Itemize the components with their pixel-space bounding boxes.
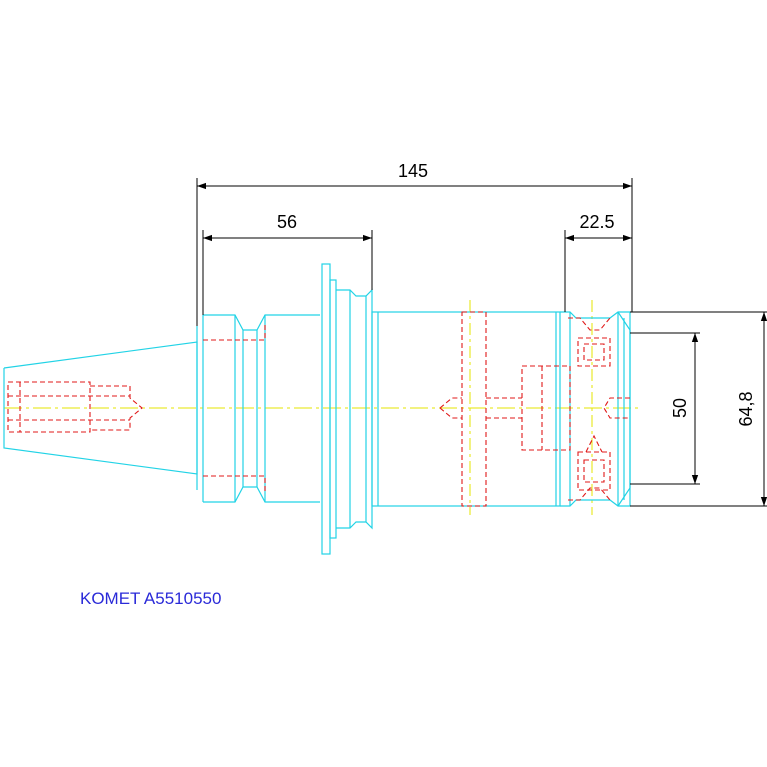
dim-text-50: 50 <box>670 398 690 418</box>
dim-text-22-5: 22.5 <box>579 212 614 232</box>
tool-outline <box>3 263 631 555</box>
hidden-features <box>7 311 630 507</box>
dim-text-64-8: 64,8 <box>736 391 756 426</box>
dimension-lines <box>196 178 767 507</box>
dim-text-56: 56 <box>277 212 297 232</box>
dim-text-145: 145 <box>398 161 428 181</box>
part-number-label: KOMET A5510550 <box>80 589 222 608</box>
